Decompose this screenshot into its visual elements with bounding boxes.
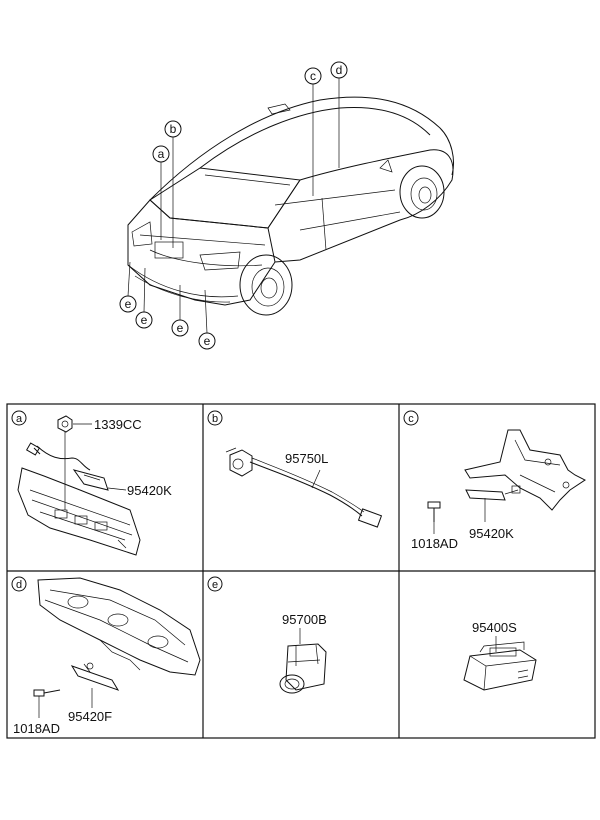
callout-e-4: e <box>198 332 216 350</box>
panel-e-label: e <box>212 579 218 591</box>
svg-text:c: c <box>310 69 316 83</box>
panel-c-label: c <box>408 413 414 425</box>
part-95420K-c: 95420K <box>469 526 514 541</box>
callout-a: a <box>152 145 170 163</box>
panel-e: e 95700B <box>207 576 327 694</box>
callout-e-2: e <box>135 311 153 329</box>
callout-d: d <box>330 61 348 79</box>
part-95750L: 95750L <box>285 451 328 466</box>
svg-text:e: e <box>125 297 132 311</box>
panel-a: a 1339CC 95420K <box>11 410 172 556</box>
part-1018AD-d: 1018AD <box>13 721 60 736</box>
car-illustration <box>127 96 454 316</box>
part-1018AD-c: 1018AD <box>411 536 458 551</box>
panel-f: 95400S <box>463 620 537 691</box>
callout-e-1: e <box>119 295 137 313</box>
parts-grid <box>6 403 596 739</box>
panel-a-label: a <box>16 413 23 425</box>
part-1339CC: 1339CC <box>94 417 142 432</box>
panel-b-label: b <box>212 413 218 425</box>
callout-c: c <box>304 67 322 85</box>
svg-text:e: e <box>177 321 184 335</box>
callout-e-3: e <box>171 319 189 337</box>
panel-d: d 95420F 1018AD <box>11 576 201 736</box>
svg-text:b: b <box>170 122 177 136</box>
svg-text:e: e <box>141 313 148 327</box>
overview-leaders <box>127 78 340 334</box>
overview-callouts: a b c d e e e e <box>119 61 348 350</box>
part-95400S: 95400S <box>472 620 517 635</box>
panel-c: c 95420K 1018AD <box>403 410 586 551</box>
sensor-icon <box>285 643 327 691</box>
nut-icon <box>57 415 73 433</box>
part-95420F: 95420F <box>68 709 112 724</box>
panel-b: b 95750L <box>207 410 383 528</box>
part-95420K-a: 95420K <box>127 483 172 498</box>
svg-text:d: d <box>336 63 343 77</box>
module-icon <box>463 649 537 691</box>
screw-icon <box>427 501 441 509</box>
callout-b: b <box>164 120 182 138</box>
panel-d-label: d <box>16 579 22 591</box>
svg-text:e: e <box>204 334 211 348</box>
camera-icon <box>229 449 253 477</box>
part-95700B: 95700B <box>282 612 327 627</box>
svg-text:a: a <box>158 147 165 161</box>
screw-icon <box>33 689 45 697</box>
